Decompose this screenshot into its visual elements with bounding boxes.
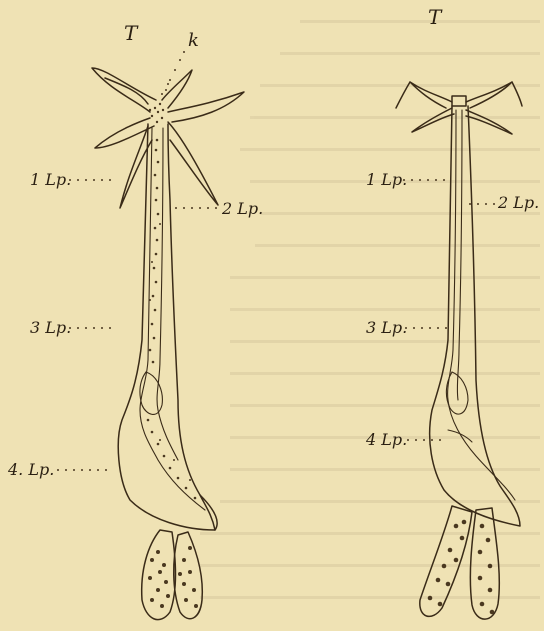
left-internal-canal (140, 128, 205, 510)
right-label-4lp: 4 Lp. (365, 430, 407, 449)
right-label-t: T (428, 5, 443, 29)
left-label-k: k (188, 30, 199, 51)
left-leader-dots (57, 179, 217, 471)
right-label-3lp: 3 Lp. (366, 318, 407, 337)
right-gonads (420, 506, 500, 619)
left-label-1lp: 1 Lp. (30, 170, 71, 189)
left-label-2lp: 2 Lp. (221, 199, 263, 218)
right-internal-canal (446, 110, 515, 500)
left-canal-stipple (147, 139, 197, 500)
left-specimen: T k 1 Lp. 2 Lp. 3 Lp. 4. Lp. (7, 21, 263, 620)
left-gonads (142, 530, 203, 620)
right-body-outline (430, 106, 520, 526)
left-label-3lp: 3 Lp. (30, 318, 71, 337)
background-showthrough-text (200, 20, 540, 599)
right-label-2lp: 2 Lp. (497, 193, 539, 212)
right-tentacles (396, 82, 522, 134)
left-label-4lp: 4. Lp. (7, 460, 54, 479)
right-specimen: T 1 Lp. 2 Lp. 3 Lp. 4 Lp. (365, 5, 539, 619)
right-label-1lp: 1 Lp. (366, 170, 407, 189)
left-mouth-dots (149, 51, 185, 123)
left-label-t: T (124, 21, 139, 45)
